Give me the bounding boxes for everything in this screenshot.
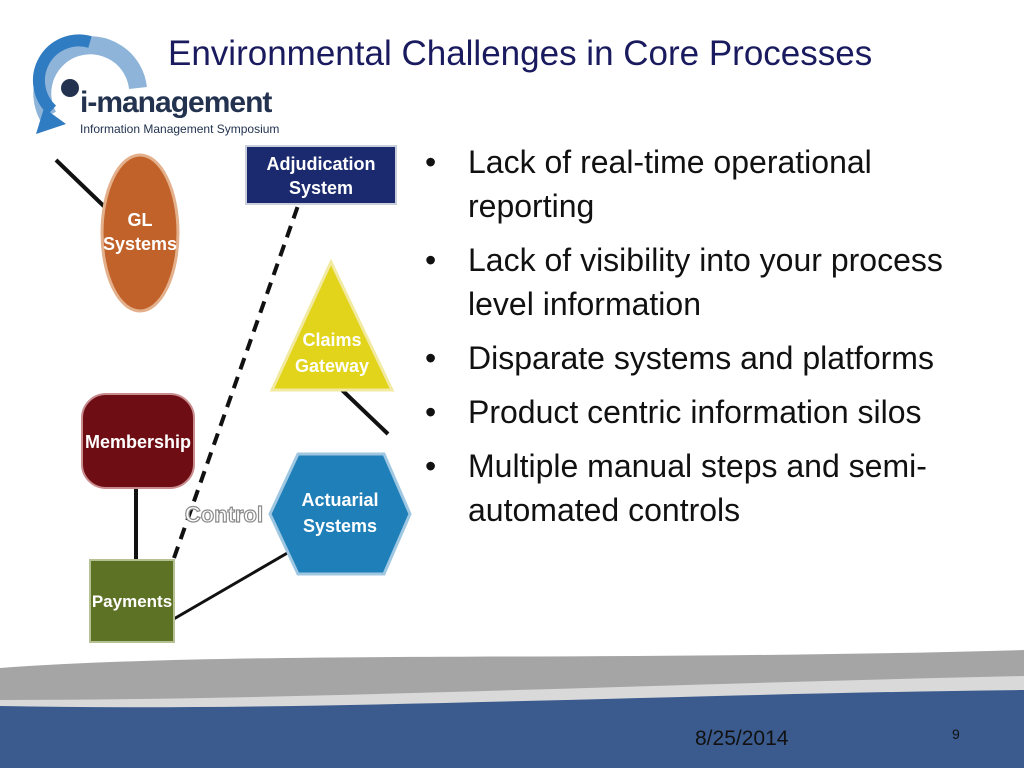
bullet-text: Lack of visibility into your process lev… (468, 242, 943, 322)
footer-date: 8/25/2014 (695, 727, 789, 750)
logo: i-management Information Management Symp… (30, 24, 300, 144)
adjudication-label-line1: Adjudication (267, 154, 376, 174)
bullet-dot-icon: • (425, 448, 437, 484)
actuarial-connector-line (171, 546, 297, 622)
gl-systems-ellipse (100, 153, 180, 313)
bullet-dot-icon: • (425, 340, 437, 376)
gl-connector-line (54, 158, 114, 216)
gl-label-line2: Systems (103, 234, 177, 254)
control-dashed-line (172, 199, 302, 559)
logo-tagline: Information Management Symposium (80, 122, 280, 136)
claims-label-line1: Claims (302, 330, 361, 350)
claims-label-line2: Gateway (295, 356, 369, 376)
bullet-item: • Lack of visibility into your process le… (425, 238, 985, 326)
bullet-list: • Lack of real-time operational reporting… (425, 140, 985, 542)
adjudication-system-box (245, 145, 397, 205)
bullet-item: • Lack of real-time operational reporting (425, 140, 985, 228)
membership-box (81, 393, 195, 489)
adjudication-label-line2: System (289, 178, 353, 198)
actuarial-label-line2: Systems (303, 516, 377, 536)
bullet-text: Disparate systems and platforms (468, 340, 934, 376)
bullet-dot-icon: • (425, 144, 437, 180)
claims-connector-line (340, 388, 390, 436)
actuarial-systems-hexagon (268, 452, 412, 576)
bullet-text: Product centric information silos (468, 394, 922, 430)
page-number: 9 (952, 726, 960, 742)
logo-brand: i-management (80, 86, 272, 119)
slide-title: Environmental Challenges in Core Process… (168, 34, 873, 73)
bullet-dot-icon: • (425, 394, 437, 430)
payments-box (89, 559, 175, 643)
actuarial-label-line1: Actuarial (301, 490, 378, 510)
bullet-item: • Product centric information silos (425, 390, 985, 434)
bullet-text: Multiple manual steps and semi-automated… (468, 448, 927, 528)
logo-swirl-icon (33, 34, 147, 134)
payments-label: Payments (92, 592, 172, 611)
bullet-text: Lack of real-time operational reporting (468, 144, 872, 224)
systems-diagram: Adjudication System GL Systems Claims Ga… (54, 145, 412, 643)
membership-label: Membership (85, 432, 191, 452)
bullet-dot-icon: • (425, 242, 437, 278)
bullet-item: • Multiple manual steps and semi-automate… (425, 444, 985, 532)
control-label: Control (185, 502, 263, 527)
claims-gateway-triangle (269, 258, 395, 392)
gl-label-line1: GL (128, 210, 153, 230)
bullet-item: • Disparate systems and platforms (425, 336, 985, 380)
